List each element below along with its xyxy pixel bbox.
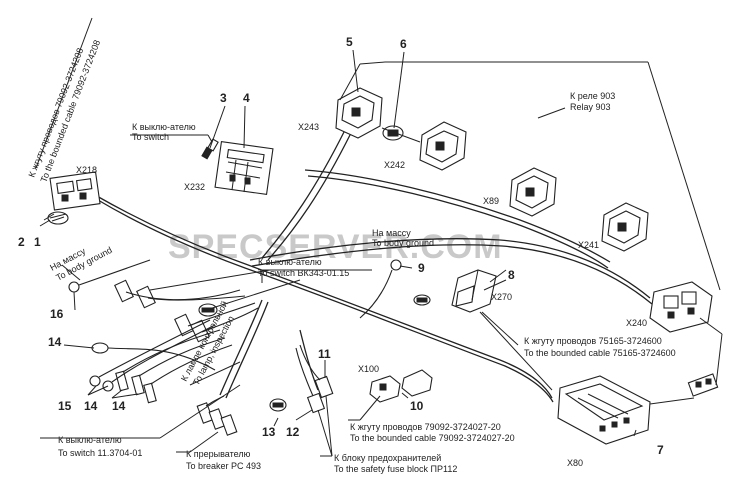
callout-1: 1 [34,235,41,249]
callout-9: 9 [418,261,425,275]
connector-x89 [509,167,557,217]
callout-2: 2 [18,235,25,249]
ground-terminal-9 [359,259,402,319]
label-switch-top-en: To switch [132,132,169,142]
label-cable-75165-en: To the bounded cable 75165-3724600 [524,348,676,358]
fuse-terminals [269,344,334,414]
label-x243: X243 [298,122,319,132]
label-fuse-en: To the safety fuse block ПР112 [334,464,457,474]
callout-14c: 14 [112,399,126,413]
callout-16: 16 [50,307,64,321]
connector-x243 [335,87,383,139]
label-x232: X232 [184,182,205,192]
callout-10: 10 [410,399,424,413]
label-cable-79092-20-en: To the bounded cable 79092-3724027-20 [350,433,515,443]
part-3-terminal [201,138,219,160]
connector-x100 [369,369,433,403]
label-ground-mid-ru: На массу [372,228,411,238]
label-cable-75165-ru: К жгуту проводов 75165-3724600 [524,336,662,346]
small-plug-item [413,294,431,306]
lamp-terminals [114,279,259,343]
callout-15: 15 [58,399,72,413]
connector-x218 [47,171,101,225]
label-x240: X240 [626,318,647,328]
label-switch-vk-ru: К выклю-ателю [258,257,322,267]
label-x242: X242 [384,160,405,170]
label-switch-vk-en: To switch ВК343-01.15 [258,268,349,278]
plug-x240-mate [687,373,719,397]
callout-numbers: 1 2 3 4 5 6 7 8 9 10 11 12 13 14 14 14 1… [18,35,664,457]
label-x80: X80 [567,458,583,468]
callout-7: 7 [657,443,664,457]
callout-3: 3 [220,91,227,105]
label-x241: X241 [578,240,599,250]
label-relay-ru: К реле 903 [570,91,615,101]
label-switch-top-ru: К выклю-ателю [132,122,196,132]
connector-x240 [649,281,713,333]
part-6-connector [382,125,404,141]
callout-5: 5 [346,35,353,49]
callout-13: 13 [262,425,276,439]
callout-12: 12 [286,425,300,439]
connector-x232 [214,140,274,196]
label-switch-bottom-en: To switch 11.3704-01 [58,448,142,458]
label-x270: X270 [491,292,512,302]
label-breaker-en: To breaker PC 493 [186,461,261,471]
callout-6: 6 [400,37,407,51]
main-harness [94,129,653,403]
label-switch-bottom-ru: К выклю-ателю [58,435,122,445]
label-x218: X218 [76,165,97,175]
label-x89: X89 [483,196,499,206]
callout-14b: 14 [84,399,98,413]
switch-vk343-plug [198,303,218,317]
breaker-terminals [196,395,238,436]
connector-x80 [557,375,651,445]
label-breaker-ru: К прерывателю [186,449,251,459]
callout-14a: 14 [48,335,62,349]
label-relay-en: Relay 903 [570,102,611,112]
callout-4: 4 [243,91,250,105]
callout-11: 11 [318,347,331,361]
label-x100: X100 [358,364,379,374]
connector-x242 [419,121,467,171]
label-fuse-ru: К блоку предохранителей [334,453,441,463]
connector-x241 [601,202,649,252]
label-ground-mid-en: To body ground [372,238,434,248]
callout-8: 8 [508,268,515,282]
connector-x270 [451,269,497,313]
switch-terminals-14-15 [89,319,233,404]
leader-lines [35,17,723,457]
label-cable-79092-20-ru: К жгуту проводов 79092-3724027-20 [350,422,501,432]
